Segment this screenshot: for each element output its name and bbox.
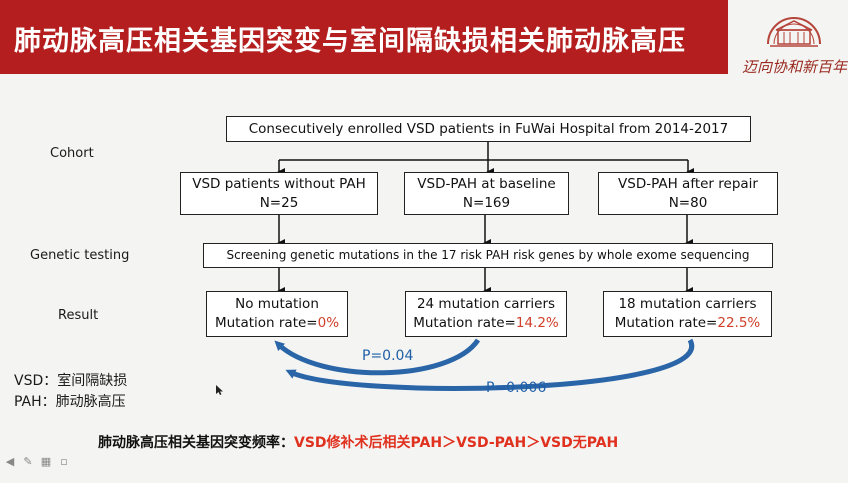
row-label-result: Result xyxy=(58,308,99,323)
conclusion-lead: 肺动脉高压相关基因突变频率： xyxy=(98,435,294,451)
screening-to-result-arrows xyxy=(277,268,693,295)
comparison-arrow-p2 xyxy=(285,338,695,391)
group-name: VSD patients without PAH xyxy=(192,176,366,192)
result-box-no-mutation: No mutation Mutation rate=0% xyxy=(206,291,348,337)
p-value-2: P=0.006 xyxy=(486,380,547,396)
result-box-18-carriers: 18 mutation carriers Mutation rate=22.5% xyxy=(603,291,772,337)
screening-text: Screening genetic mutations in the 17 ri… xyxy=(226,248,750,262)
rate-value: 0% xyxy=(317,315,340,331)
enrollment-box: Consecutively enrolled VSD patients in F… xyxy=(226,116,751,142)
rate-value: 14.2% xyxy=(515,315,559,331)
pen-icon[interactable]: ✎ xyxy=(23,455,33,468)
row-label-genetic-testing: Genetic testing xyxy=(30,248,130,263)
legend-vsd: VSD：室间隔缺损 xyxy=(14,373,128,389)
menu-icon[interactable]: ▫ xyxy=(60,455,68,468)
group-count: N=169 xyxy=(462,195,511,211)
group-name: VSD-PAH at baseline xyxy=(417,176,556,192)
logo-area: 迈向协和新百年 xyxy=(728,0,848,90)
result-title: No mutation xyxy=(235,296,319,312)
previous-arrow-icon[interactable]: ◀ xyxy=(5,455,15,468)
mutation-rate-line: Mutation rate=22.5% xyxy=(604,314,771,333)
group-count: N=25 xyxy=(259,195,299,211)
conclusion: 肺动脉高压相关基因突变频率：VSD修补术后相关PAH＞VSD-PAH＞VSD无P… xyxy=(98,432,618,452)
rate-label: Mutation rate= xyxy=(214,315,318,331)
slides-icon[interactable]: ▦ xyxy=(40,455,52,468)
group-to-screening-arrows xyxy=(277,215,693,247)
group-box-baseline: VSD-PAH at baseline N=169 xyxy=(404,172,569,215)
group-name: VSD-PAH after repair xyxy=(618,176,758,192)
p-value-1: P=0.04 xyxy=(362,348,414,364)
cohort-connector xyxy=(277,142,694,176)
result-title: 18 mutation carriers xyxy=(618,296,757,312)
slide-title: 肺动脉高压相关基因突变与室间隔缺损相关肺动脉高压 xyxy=(14,26,686,57)
conclusion-result: VSD修补术后相关PAH＞VSD-PAH＞VSD无PAH xyxy=(294,435,619,451)
rate-value: 22.5% xyxy=(717,315,761,331)
mutation-rate-line: Mutation rate=0% xyxy=(207,314,347,333)
enrollment-text: Consecutively enrolled VSD patients in F… xyxy=(248,121,729,137)
group-box-after-repair: VSD-PAH after repair N=80 xyxy=(598,172,778,215)
mutation-rate-line: Mutation rate=14.2% xyxy=(406,314,566,333)
title-banner: 肺动脉高压相关基因突变与室间隔缺损相关肺动脉高压 xyxy=(0,0,848,74)
legend-pah: PAH：肺动脉高压 xyxy=(14,394,126,410)
result-box-24-carriers: 24 mutation carriers Mutation rate=14.2% xyxy=(405,291,567,337)
slide-toolbar: ◀ ✎ ▦ ▫ xyxy=(4,456,70,468)
hospital-seal-icon xyxy=(767,17,821,47)
result-title: 24 mutation carriers xyxy=(416,296,556,312)
rate-label: Mutation rate= xyxy=(614,315,718,331)
screening-box: Screening genetic mutations in the 17 ri… xyxy=(203,243,773,268)
hospital-motto: 迈向协和新百年 xyxy=(742,58,848,76)
comparison-arrow-p1 xyxy=(274,338,481,376)
rate-label: Mutation rate= xyxy=(413,315,516,331)
group-count: N=80 xyxy=(668,195,708,211)
row-label-cohort: Cohort xyxy=(50,146,94,161)
group-box-no-pah: VSD patients without PAH N=25 xyxy=(180,172,378,215)
mouse-pointer-icon xyxy=(216,385,223,395)
